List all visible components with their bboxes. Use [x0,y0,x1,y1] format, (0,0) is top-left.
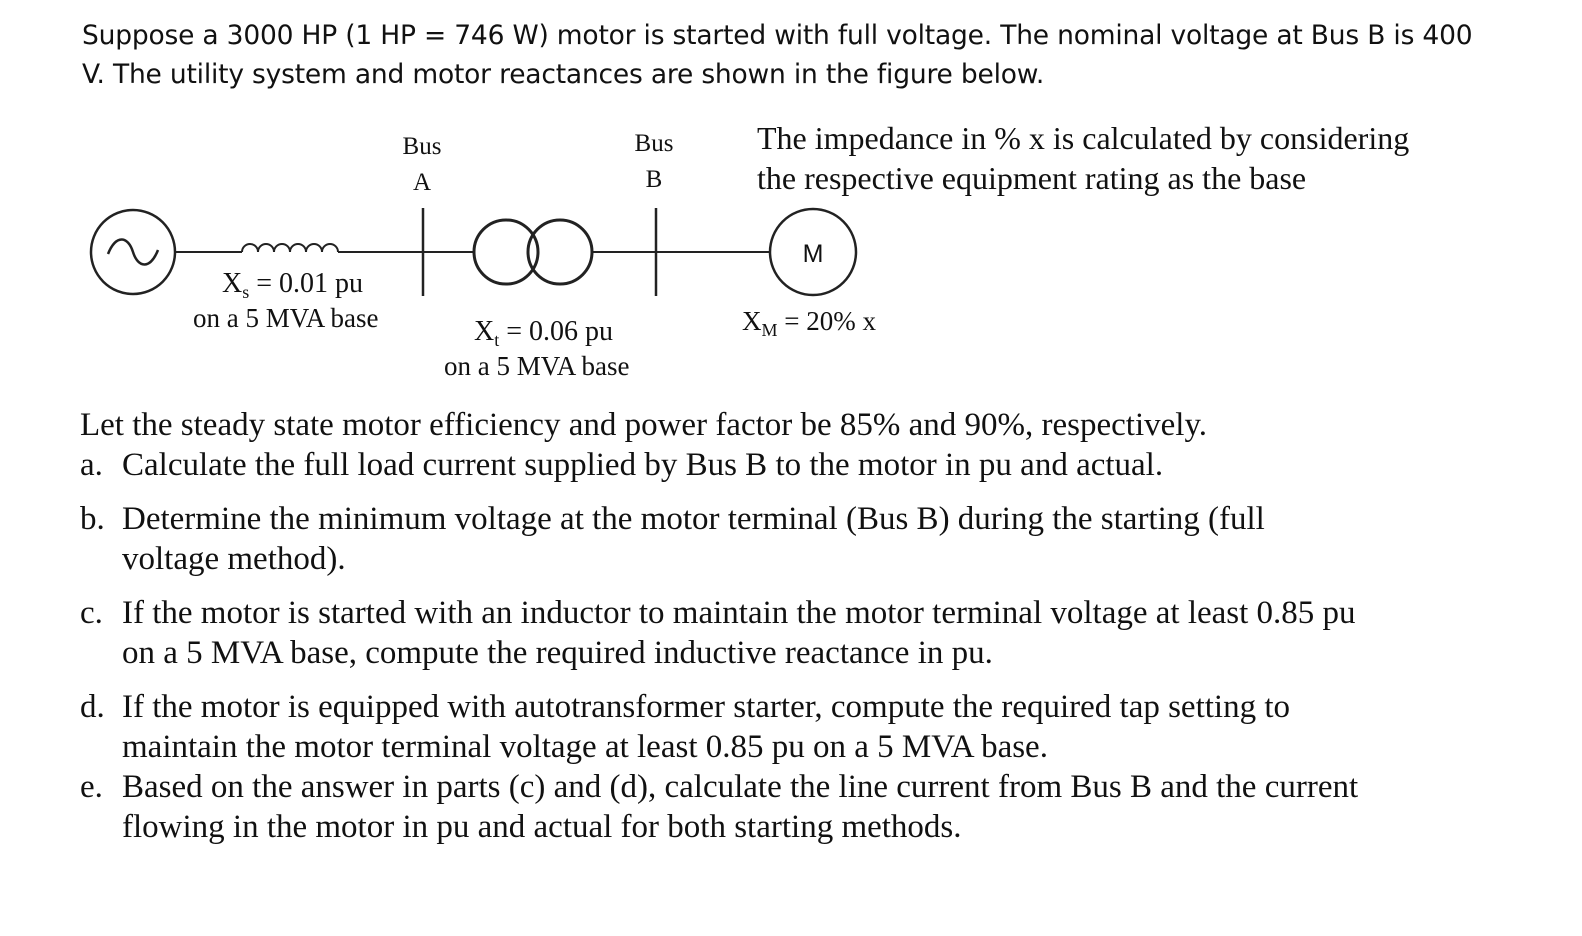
question-d: d. If the motor is equipped with autotra… [80,687,1358,767]
question-c: c. If the motor is started with an induc… [80,593,1358,673]
source-reactance-label: Xs = 0.01 pu [222,268,363,302]
bus-b-word: Bus [635,130,674,157]
bus-a-word: Bus [403,133,442,160]
question-a: a. Calculate the full load current suppl… [80,445,1358,485]
intro-line-2: V. The utility system and motor reactanc… [82,59,1045,90]
question-b-line-2: voltage method). [122,541,346,577]
question-d-line-1: If the motor is equipped with autotransf… [122,689,1291,725]
motor-symbol: M [768,207,858,297]
question-d-marker: d. [80,689,105,725]
question-c-marker: c. [80,595,103,631]
question-c-line-1: If the motor is started with an inductor… [122,595,1356,631]
bus-a-letter: A [413,169,431,196]
question-b-line-1: Determine the minimum voltage at the mot… [122,501,1265,537]
question-d-line-2: maintain the motor terminal voltage at l… [122,729,1048,765]
motor-label: M [803,240,824,268]
impedance-base-note: The impedance in % x is calculated by co… [757,118,1409,198]
question-list: Let the steady state motor efficiency an… [80,405,1358,847]
transformer-reactance-base: on a 5 MVA base [444,351,630,381]
question-b: b. Determine the minimum voltage at the … [80,499,1358,579]
source-reactance-base: on a 5 MVA base [193,303,379,333]
intro-line-1: Suppose a 3000 HP (1 HP = 746 W) motor i… [82,20,1473,51]
note-line-1: The impedance in % x is calculated by co… [757,120,1410,156]
question-e-line-2: flowing in the motor in pu and actual fo… [122,809,962,845]
motor-reactance-label: XM = 20% x [742,306,876,340]
generator-symbol [89,208,177,296]
question-b-marker: b. [80,501,105,537]
question-e-line-1: Based on the answer in parts (c) and (d)… [122,769,1359,805]
transformer-symbol [423,218,656,286]
question-lead: Let the steady state motor efficiency an… [80,407,1208,443]
one-line-diagram: M Bus A Bus B Xs = 0.01 pu on a 5 MVA ba… [89,130,876,381]
transformer-reactance-label: Xt = 0.06 pu [474,316,613,350]
bus-b-letter: B [646,166,663,193]
question-a-marker: a. [80,447,103,483]
question-a-line-1: Calculate the full load current supplied… [122,447,1164,483]
question-e-marker: e. [80,769,103,805]
question-c-line-2: on a 5 MVA base, compute the required in… [122,635,993,671]
note-line-2: the respective equipment rating as the b… [757,160,1307,196]
question-e: e. Based on the answer in parts (c) and … [80,767,1358,847]
source-reactance-inductor [175,243,423,253]
problem-intro: Suppose a 3000 HP (1 HP = 746 W) motor i… [82,16,1522,94]
